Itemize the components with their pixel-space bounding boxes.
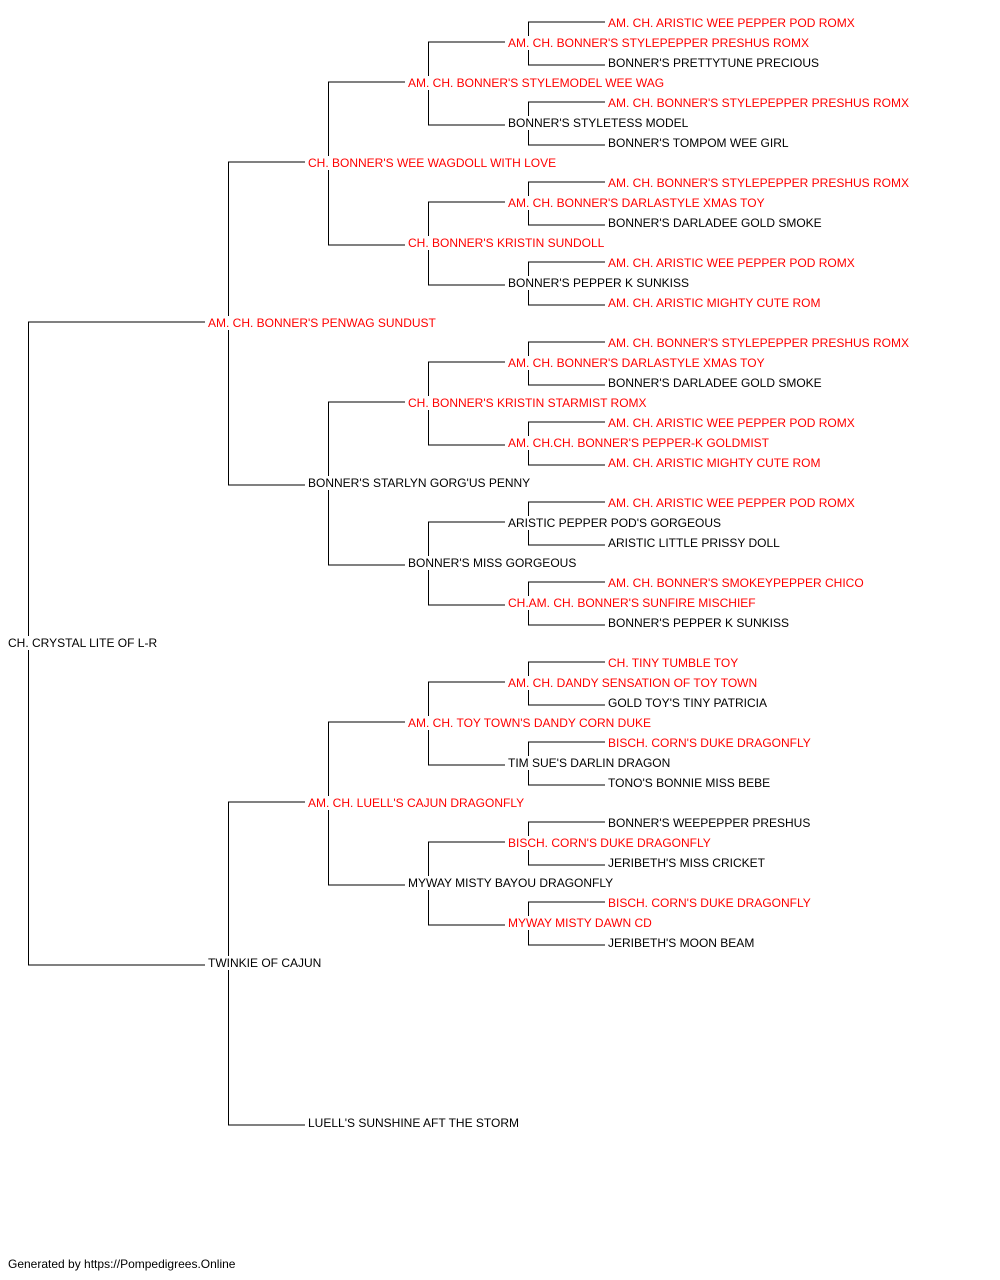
dog-name[interactable]: AM. CH. BONNER'S STYLEMODEL WEE WAG bbox=[407, 76, 666, 90]
dog-name[interactable]: BISCH. CORN'S DUKE DRAGONFLY bbox=[607, 896, 812, 910]
dog-name[interactable]: AM. CH. BONNER'S STYLEPEPPER PRESHUS ROM… bbox=[607, 96, 911, 110]
dog-name[interactable]: AM. CH. BONNER'S DARLASTYLE XMAS TOY bbox=[507, 356, 766, 370]
subject-dog-name[interactable]: CH. CRYSTAL LITE OF L-R bbox=[7, 636, 159, 650]
dog-name[interactable]: AM. CH. BONNER'S SMOKEYPEPPER CHICO bbox=[607, 576, 865, 590]
dog-name[interactable]: AM. CH. ARISTIC MIGHTY CUTE ROM bbox=[607, 296, 822, 310]
dog-name[interactable]: CH. BONNER'S KRISTIN SUNDOLL bbox=[407, 236, 606, 250]
dog-name[interactable]: AM. CH. BONNER'S PENWAG SUNDUST bbox=[207, 316, 437, 330]
dog-name[interactable]: BONNER'S PEPPER K SUNKISS bbox=[507, 276, 691, 290]
dog-name[interactable]: AM. CH. LUELL'S CAJUN DRAGONFLY bbox=[307, 796, 526, 810]
dog-name[interactable]: TWINKIE OF CAJUN bbox=[207, 956, 323, 970]
dog-name[interactable]: LUELL'S SUNSHINE AFT THE STORM bbox=[307, 1116, 521, 1130]
dog-name[interactable]: AM. CH. BONNER'S STYLEPEPPER PRESHUS ROM… bbox=[607, 336, 911, 350]
dog-name[interactable]: BISCH. CORN'S DUKE DRAGONFLY bbox=[507, 836, 712, 850]
dog-name[interactable]: AM. CH. BONNER'S STYLEPEPPER PRESHUS ROM… bbox=[607, 176, 911, 190]
dog-name[interactable]: BONNER'S MISS GORGEOUS bbox=[407, 556, 578, 570]
dog-name[interactable]: BONNER'S DARLADEE GOLD SMOKE bbox=[607, 216, 823, 230]
dog-name[interactable]: GOLD TOY'S TINY PATRICIA bbox=[607, 696, 768, 710]
dog-name[interactable]: BONNER'S STARLYN GORG'US PENNY bbox=[307, 476, 532, 490]
dog-name[interactable]: AM. CH. ARISTIC MIGHTY CUTE ROM bbox=[607, 456, 822, 470]
dog-name[interactable]: AM. CH. TOY TOWN'S DANDY CORN DUKE bbox=[407, 716, 652, 730]
dog-name[interactable]: CH. TINY TUMBLE TOY bbox=[607, 656, 740, 670]
dog-name[interactable]: BISCH. CORN'S DUKE DRAGONFLY bbox=[607, 736, 812, 750]
dog-name[interactable]: AM. CH. DANDY SENSATION OF TOY TOWN bbox=[507, 676, 759, 690]
dog-name[interactable]: BONNER'S WEEPEPPER PRESHUS bbox=[607, 816, 812, 830]
dog-name[interactable]: BONNER'S PEPPER K SUNKISS bbox=[607, 616, 791, 630]
dog-name[interactable]: BONNER'S DARLADEE GOLD SMOKE bbox=[607, 376, 823, 390]
dog-name[interactable]: AM. CH. BONNER'S STYLEPEPPER PRESHUS ROM… bbox=[507, 36, 811, 50]
dog-name[interactable]: AM. CH.CH. BONNER'S PEPPER-K GOLDMIST bbox=[507, 436, 770, 450]
footer-credit: Generated by https://Pompedigrees.Online bbox=[8, 1257, 236, 1271]
dog-name[interactable]: JERIBETH'S MOON BEAM bbox=[607, 936, 756, 950]
dog-name[interactable]: AM. CH. BONNER'S DARLASTYLE XMAS TOY bbox=[507, 196, 766, 210]
dog-name[interactable]: ARISTIC PEPPER POD'S GORGEOUS bbox=[507, 516, 722, 530]
dog-name[interactable]: CH.AM. CH. BONNER'S SUNFIRE MISCHIEF bbox=[507, 596, 757, 610]
dog-name[interactable]: BONNER'S PRETTYTUNE PRECIOUS bbox=[607, 56, 820, 70]
dog-name[interactable]: BONNER'S TOMPOM WEE GIRL bbox=[607, 136, 790, 150]
dog-name[interactable]: CH. BONNER'S WEE WAGDOLL WITH LOVE bbox=[307, 156, 558, 170]
dog-name[interactable]: AM. CH. ARISTIC WEE PEPPER POD ROMX bbox=[607, 496, 856, 510]
dog-name[interactable]: CH. BONNER'S KRISTIN STARMIST ROMX bbox=[407, 396, 648, 410]
dog-name[interactable]: MYWAY MISTY BAYOU DRAGONFLY bbox=[407, 876, 615, 890]
dog-name[interactable]: AM. CH. ARISTIC WEE PEPPER POD ROMX bbox=[607, 16, 856, 30]
dog-name[interactable]: AM. CH. ARISTIC WEE PEPPER POD ROMX bbox=[607, 416, 856, 430]
dog-name[interactable]: JERIBETH'S MISS CRICKET bbox=[607, 856, 766, 870]
dog-name[interactable]: ARISTIC LITTLE PRISSY DOLL bbox=[607, 536, 781, 550]
dog-name[interactable]: MYWAY MISTY DAWN CD bbox=[507, 916, 653, 930]
dog-name[interactable]: TONO'S BONNIE MISS BEBE bbox=[607, 776, 772, 790]
dog-name[interactable]: BONNER'S STYLETESS MODEL bbox=[507, 116, 690, 130]
dog-name[interactable]: TIM SUE'S DARLIN DRAGON bbox=[507, 756, 672, 770]
dog-name[interactable]: AM. CH. ARISTIC WEE PEPPER POD ROMX bbox=[607, 256, 856, 270]
